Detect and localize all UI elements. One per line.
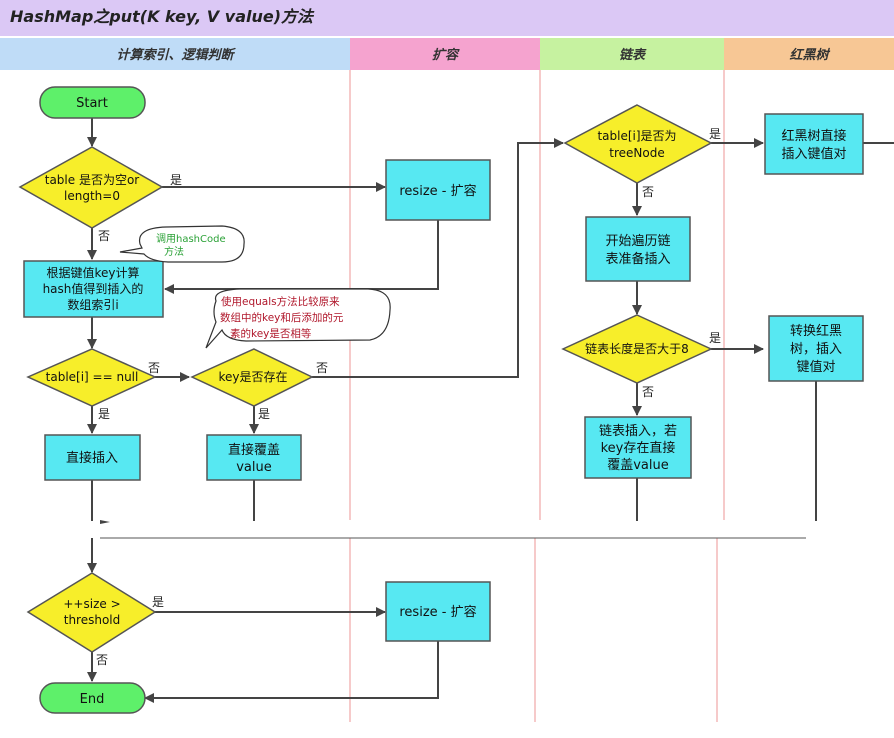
svg-text:table 是否为空or: table 是否为空or — [45, 173, 140, 187]
decision-table-i-null: table[i] == null — [26, 348, 157, 407]
process-list-insert: 链表插入，若 key存在直接 覆盖value — [584, 416, 692, 479]
svg-text:插入键值对: 插入键值对 — [781, 146, 846, 162]
svg-text:table[i] == null: table[i] == null — [46, 370, 139, 384]
process-calc-index: 根据键值key计算 hash值得到插入的 数组索引i — [23, 260, 164, 318]
svg-text:树，插入: 树，插入 — [790, 342, 842, 357]
svg-text:开始遍历链: 开始遍历链 — [605, 233, 670, 249]
process-insert-direct: 直接插入 — [44, 434, 141, 481]
svg-text:table[i]是否为: table[i]是否为 — [597, 129, 676, 143]
lane-label-resize: 扩容 — [432, 47, 460, 63]
lane-label-index: 计算索引、逻辑判断 — [116, 47, 236, 63]
svg-text:表准备插入: 表准备插入 — [605, 251, 670, 267]
process-overwrite-value: 直接覆盖 value — [206, 434, 302, 481]
svg-text:数组索引i: 数组索引i — [67, 297, 118, 312]
svg-text:方法: 方法 — [164, 245, 184, 258]
svg-text:直接插入: 直接插入 — [66, 450, 118, 466]
svg-text:hash值得到插入的: hash值得到插入的 — [43, 281, 144, 296]
edge-label-no: 否 — [98, 229, 110, 243]
svg-text:链表长度是否大于8: 链表长度是否大于8 — [585, 341, 689, 356]
edge-label-yes: 是 — [98, 407, 110, 421]
process-resize-2: resize - 扩容 — [385, 581, 491, 642]
process-resize-1: resize - 扩容 — [385, 159, 491, 221]
svg-text:红黑树直接: 红黑树直接 — [781, 128, 846, 144]
process-convert-rbtree: 转换红黑 树，插入 键值对 — [768, 315, 864, 382]
node-start: Start — [39, 86, 146, 119]
svg-text:转换红黑: 转换红黑 — [790, 323, 842, 339]
decision-list-length-8: 链表长度是否大于8 — [561, 314, 713, 384]
svg-text:++size >: ++size > — [63, 597, 120, 611]
note-hashcode: 调用hashCode 方法 — [119, 225, 245, 263]
lane-label-rbtree: 红黑树 — [789, 47, 830, 63]
process-rbtree-insert: 红黑树直接 插入键值对 — [764, 113, 864, 175]
edge-label-yes: 是 — [170, 173, 182, 187]
svg-text:链表插入，若: 链表插入，若 — [599, 423, 677, 439]
node-end: End — [39, 682, 146, 714]
edge-label-yes: 是 — [709, 331, 721, 345]
svg-text:resize - 扩容: resize - 扩容 — [399, 183, 476, 199]
lane-label-list: 链表 — [619, 47, 647, 63]
title-bar — [0, 0, 894, 36]
decision-treenode: table[i]是否为 treeNode — [563, 104, 713, 184]
svg-text:resize - 扩容: resize - 扩容 — [399, 604, 476, 620]
svg-text:End: End — [80, 692, 105, 707]
svg-text:length=0: length=0 — [64, 189, 120, 203]
svg-text:value: value — [236, 460, 272, 475]
lane-header-resize — [350, 38, 540, 70]
svg-text:键值对: 键值对 — [796, 359, 835, 375]
svg-text:threshold: threshold — [64, 613, 121, 627]
svg-text:treeNode: treeNode — [609, 146, 664, 160]
edge-label-yes: 是 — [709, 127, 721, 141]
svg-text:key是否存在: key是否存在 — [218, 370, 287, 384]
edge-label-no: 否 — [316, 361, 328, 375]
svg-text:key存在直接: key存在直接 — [601, 440, 676, 456]
decision-key-exists: key是否存在 — [190, 348, 314, 407]
cut-arrowhead — [100, 520, 110, 524]
edge-label-no: 否 — [96, 653, 108, 667]
lane-header-index — [0, 38, 350, 70]
edge-label-no: 否 — [642, 385, 654, 399]
diagram-title: HashMap之put(K key, V value)方法 — [10, 7, 315, 26]
lane-header-list — [540, 38, 724, 70]
decision-threshold: ++size > threshold — [26, 572, 157, 653]
connectors — [87, 118, 894, 703]
process-traverse-list: 开始遍历链 表准备插入 — [585, 216, 691, 282]
decision-table-empty: table 是否为空or length=0 — [18, 146, 164, 229]
svg-text:数组中的key和后添加的元: 数组中的key和后添加的元 — [220, 311, 344, 324]
svg-text:素的key是否相等: 素的key是否相等 — [230, 327, 312, 340]
svg-text:Start: Start — [76, 96, 108, 111]
svg-text:覆盖value: 覆盖value — [607, 458, 669, 473]
edge-label-no: 否 — [148, 361, 160, 375]
svg-text:根据键值key计算: 根据键值key计算 — [46, 265, 139, 280]
cut-gap — [0, 521, 894, 536]
svg-text:使用equals方法比较原来: 使用equals方法比较原来 — [221, 295, 340, 308]
svg-text:直接覆盖: 直接覆盖 — [228, 442, 280, 458]
edge-label-yes: 是 — [152, 595, 164, 609]
edge-label-yes: 是 — [258, 407, 270, 421]
edge-label-no: 否 — [642, 185, 654, 199]
svg-text:调用hashCode: 调用hashCode — [156, 233, 226, 245]
note-equals: 使用equals方法比较原来 数组中的key和后添加的元 素的key是否相等 — [205, 288, 391, 349]
lane-header-rbtree — [724, 38, 894, 70]
